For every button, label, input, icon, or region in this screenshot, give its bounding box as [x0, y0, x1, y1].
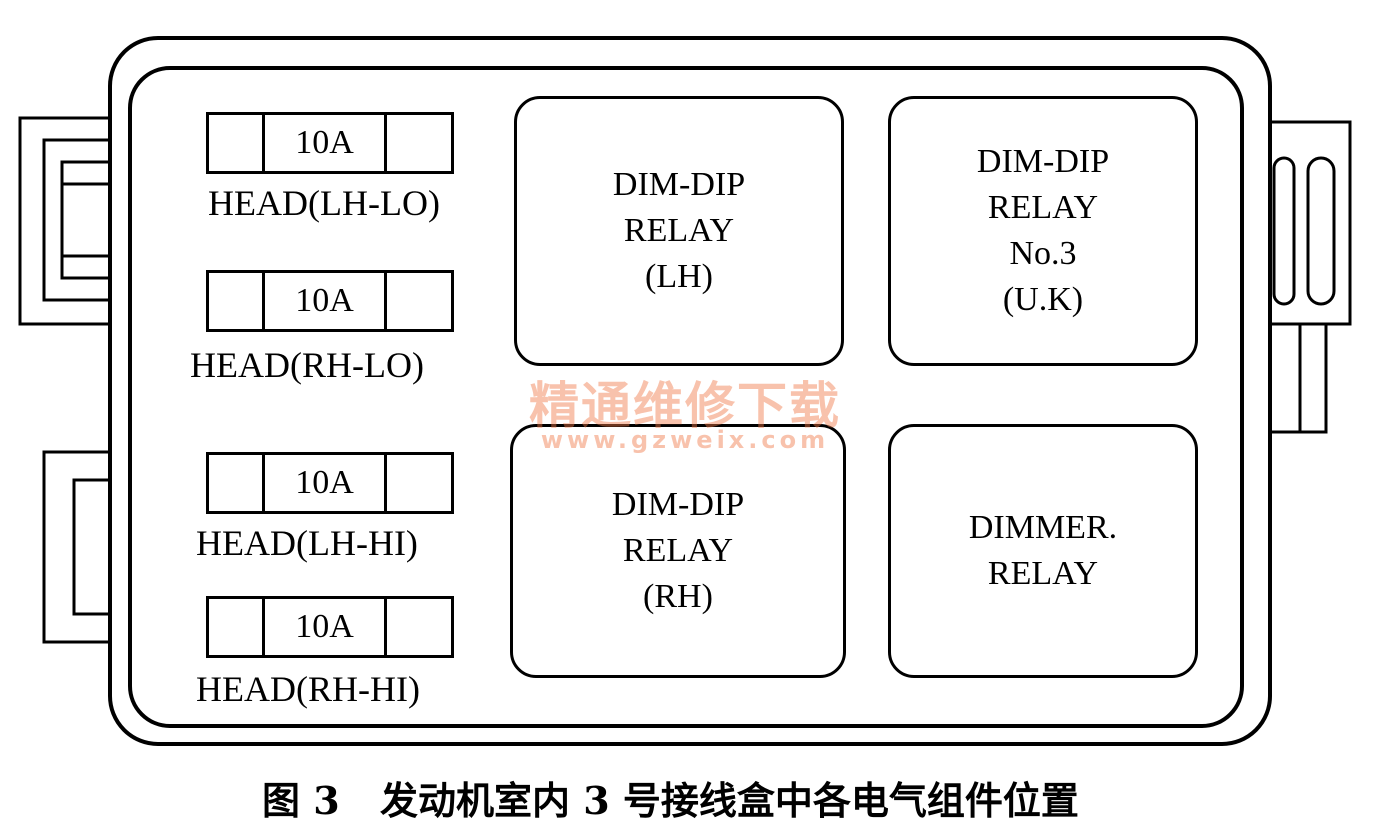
- left-lower-bracket: [42, 450, 110, 644]
- left-upper-bracket: [18, 116, 112, 326]
- relay-dim-dip-lh: DIM-DIP RELAY (LH): [514, 96, 844, 366]
- fuse-head-lh-lo: 10A: [206, 112, 454, 174]
- fuse-rating: 10A: [265, 115, 387, 171]
- fuse-rating: 10A: [265, 599, 387, 655]
- right-bracket: [1268, 120, 1352, 434]
- relay-dim-dip-no3: DIM-DIP RELAY No.3 (U.K): [888, 96, 1198, 366]
- fuse-label: HEAD(LH-HI): [196, 523, 418, 563]
- relay-label-line: RELAY: [987, 189, 1099, 226]
- fuse-rating: 10A: [265, 273, 387, 329]
- relay-label-line: DIM-DIP: [611, 486, 745, 523]
- relay-label-line: RELAY: [987, 555, 1099, 592]
- figure-caption: 发动机室内 3 号接线盒中各电气组件位置: [380, 778, 1079, 823]
- fuse-head-rh-hi: 10A: [206, 596, 454, 658]
- relay-label-line: RELAY: [623, 212, 735, 249]
- fuse-rating: 10A: [265, 455, 387, 511]
- fuse-head-lh-hi: 10A: [206, 452, 454, 514]
- relay-label-line: No.3: [1009, 235, 1077, 272]
- relay-label-line: RELAY: [622, 532, 734, 569]
- fuse-label: HEAD(LH-LO): [208, 183, 440, 223]
- figure-number: 图 3: [262, 778, 340, 823]
- relay-dimmer: DIMMER. RELAY: [888, 424, 1198, 678]
- relay-label-line: DIM-DIP: [612, 166, 746, 203]
- relay-label-line: DIM-DIP: [976, 143, 1110, 180]
- fuse-head-rh-lo: 10A: [206, 270, 454, 332]
- relay-label-line: DIMMER.: [968, 509, 1118, 546]
- fuse-label: HEAD(RH-LO): [190, 345, 424, 385]
- relay-dim-dip-rh: DIM-DIP RELAY (RH): [510, 424, 846, 678]
- fuse-label: HEAD(RH-HI): [196, 669, 420, 709]
- relay-label-line: (RH): [643, 578, 713, 615]
- relay-label-line: (LH): [645, 258, 713, 295]
- relay-label-line: (U.K): [1002, 281, 1084, 318]
